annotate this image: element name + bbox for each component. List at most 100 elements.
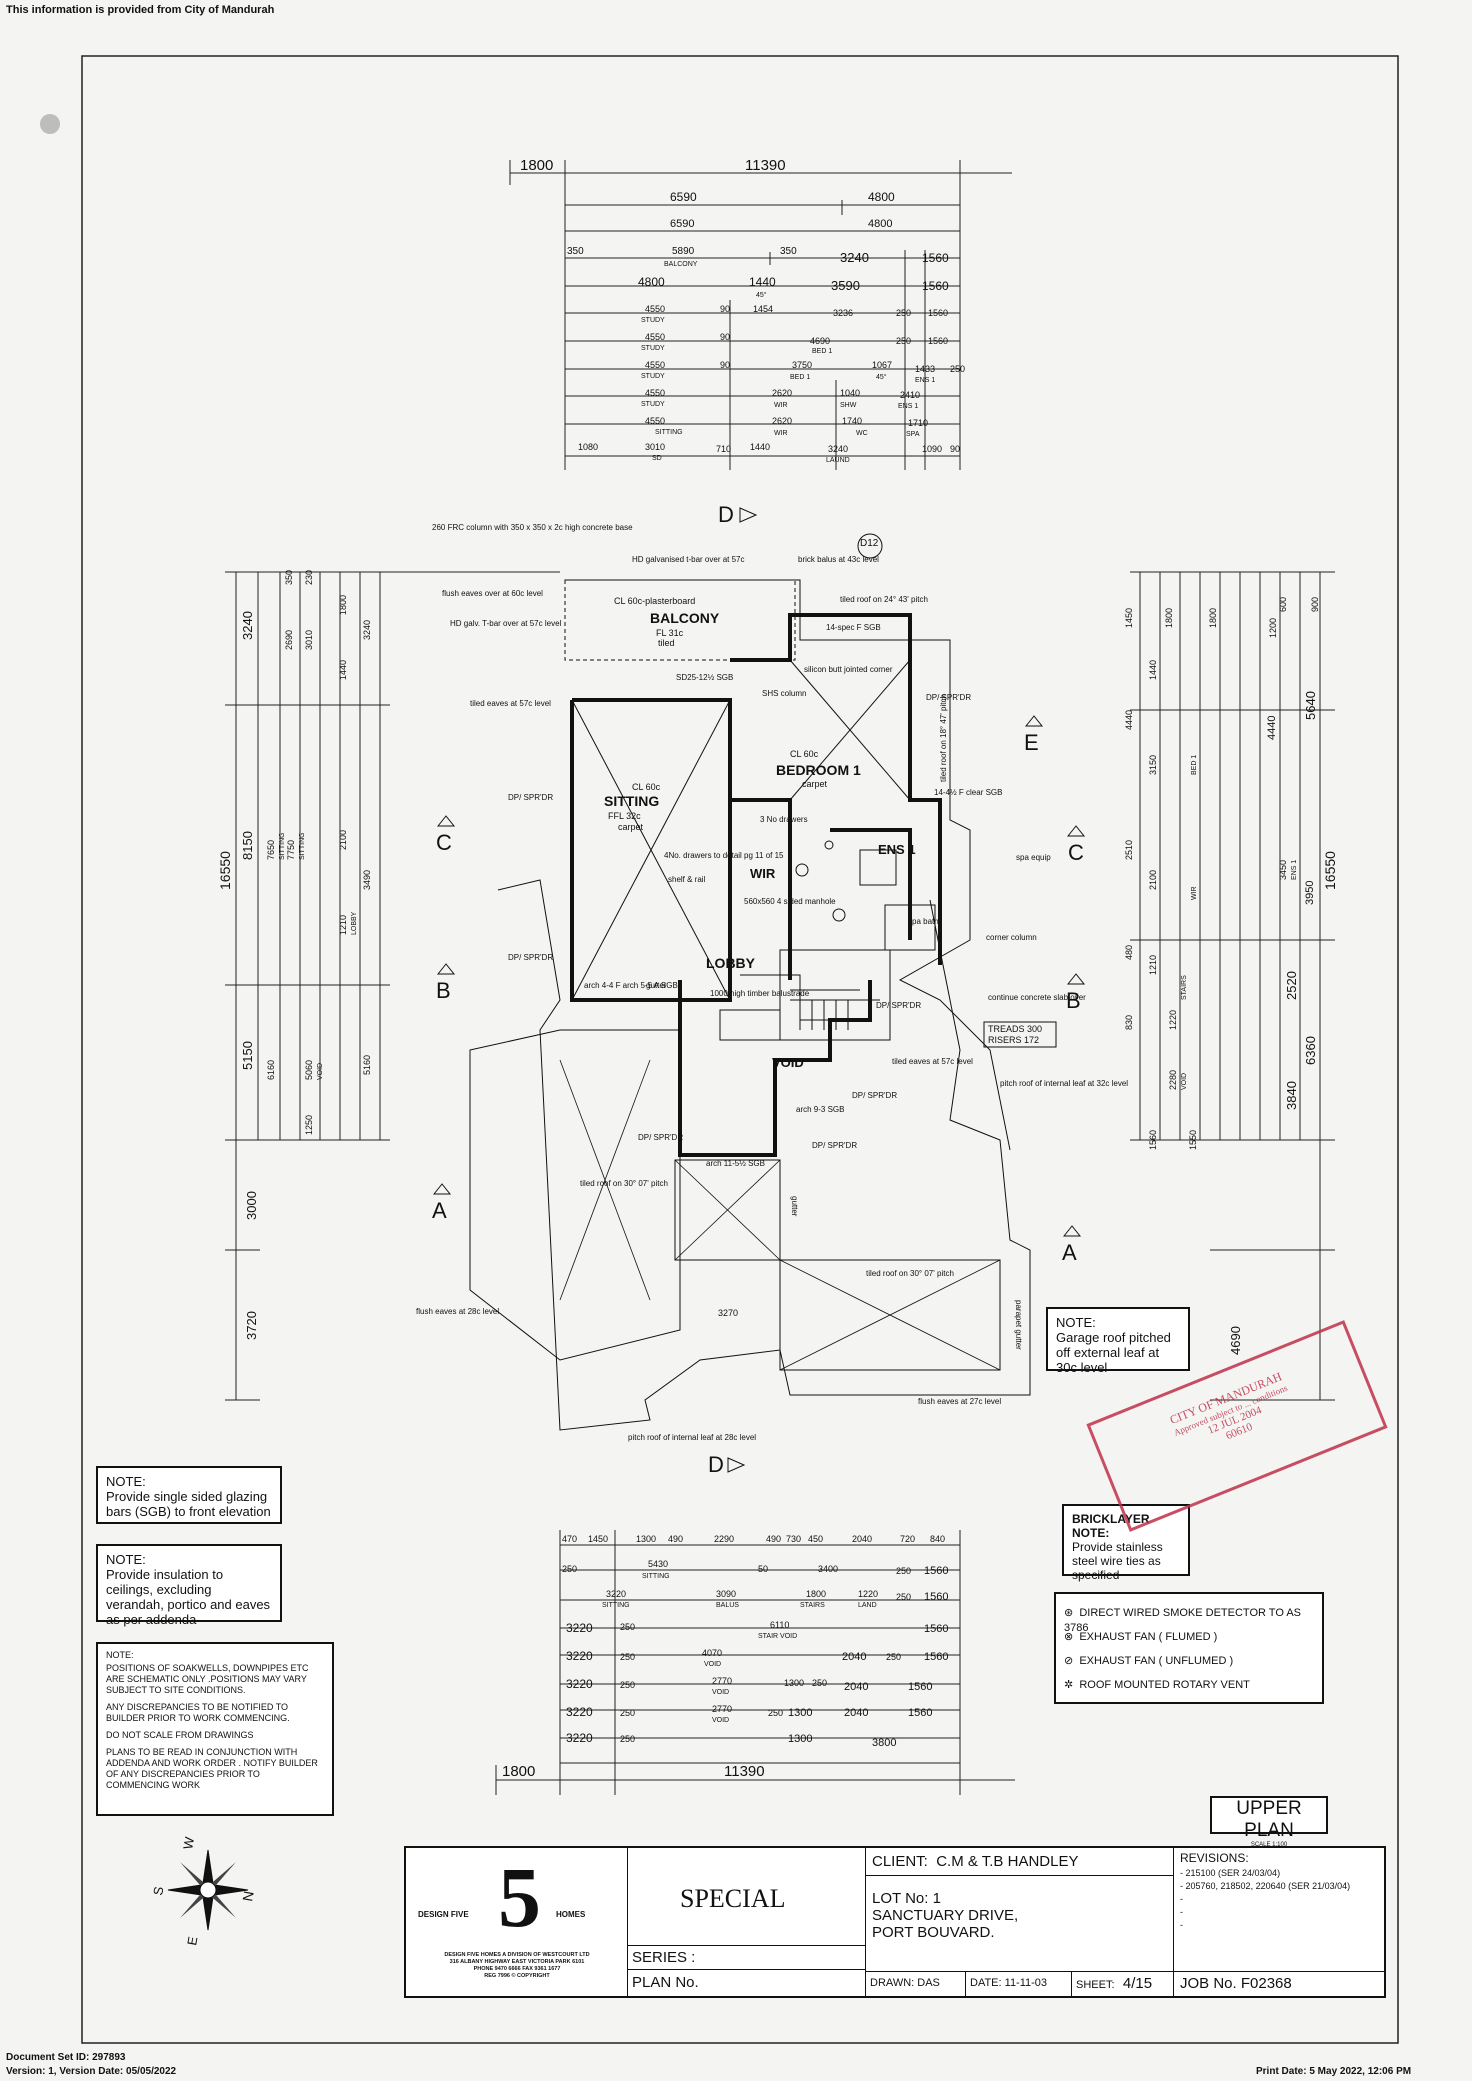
dim-text: LAUND xyxy=(826,457,850,464)
dim-text: 4800 xyxy=(638,275,665,289)
annotation: continue concrete slab over xyxy=(988,993,1086,1002)
company-logo-cell: 5 DESIGN FIVE HOMES DESIGN FIVE HOMES A … xyxy=(406,1848,628,1996)
note-garage: NOTE: Garage roof pitched off external l… xyxy=(1046,1307,1190,1375)
job-cell: JOB No. F02368 xyxy=(1174,1972,1384,1996)
dim-text: 1440 xyxy=(749,275,776,289)
bottom-dimension-lines xyxy=(495,1530,1015,1795)
dim-text: 3400 xyxy=(818,1564,838,1574)
annotation: tiled roof on 30° 07' pitch xyxy=(866,1269,954,1278)
dim-text: 830 xyxy=(1124,1015,1134,1030)
section-mark-e: E xyxy=(1024,730,1039,755)
dim-text: 45° xyxy=(756,291,767,299)
dim-text: 250 xyxy=(562,1564,577,1574)
annotation: flush eaves over at 60c level xyxy=(442,589,543,598)
dim-text: 3840 xyxy=(1284,1081,1299,1110)
dim-text: 11390 xyxy=(724,1763,765,1780)
revision-item: - xyxy=(1180,1920,1183,1930)
design-name: SPECIAL xyxy=(680,1884,786,1913)
section-mark-c-left: C xyxy=(436,830,452,855)
dim-text: 4800 xyxy=(868,218,892,230)
dim-text: 730 xyxy=(786,1534,801,1544)
dim-text: 2040 xyxy=(844,1707,868,1719)
note-line: ANY DISCREPANCIES TO BE NOTIFIED TO BUIL… xyxy=(106,1702,290,1723)
dim-text: VOID xyxy=(317,1063,324,1080)
dim-text: 5160 xyxy=(362,1055,372,1075)
annotation: pitch roof of internal leaf at 28c level xyxy=(628,1433,756,1442)
company-address: 316 ALBANY HIGHWAY EAST VICTORIA PARK 61… xyxy=(449,1959,585,1965)
print-date: Print Date: 5 May 2022, 12:06 PM xyxy=(1256,2066,1412,2077)
dim-text: 250 xyxy=(768,1708,783,1718)
note-text: Garage roof pitched off external leaf at… xyxy=(1056,1330,1171,1375)
annotation: HD galv. T-bar over at 57c level xyxy=(450,619,562,628)
room-balcony-floor: tiled xyxy=(658,638,675,648)
exhaust-fan-unflumed-icon: ⊘ xyxy=(1064,1655,1074,1667)
annotation: 14-4½ F clear SGB xyxy=(934,788,1002,797)
top-dimension-lines xyxy=(509,160,1012,470)
dim-text: 3220 xyxy=(566,1731,593,1745)
dim-text: 4070 xyxy=(702,1648,722,1658)
dim-text: 1560 xyxy=(922,279,949,293)
note-text: Provide stainless steel wire ties as spe… xyxy=(1072,1540,1163,1582)
dim-text: 7750 xyxy=(286,840,296,860)
dim-text: 250 xyxy=(896,308,911,318)
dim-text: WC xyxy=(856,430,868,437)
dim-text: 490 xyxy=(766,1534,781,1544)
dim-text: BALCONY xyxy=(664,261,698,268)
dim-text: 3450 xyxy=(1278,860,1288,880)
treads-label: TREADS 300 xyxy=(988,1024,1042,1034)
dim-text: SITTING xyxy=(642,1573,670,1580)
dim-text: 250 xyxy=(620,1652,635,1662)
lot-suburb: PORT BOUVARD. xyxy=(872,1924,995,1941)
dim-text: 2100 xyxy=(1148,870,1158,890)
dim-text: 3950 xyxy=(1304,881,1316,905)
plan-scale: SCALE 1:100 xyxy=(1250,1842,1288,1848)
annotation: spa bath xyxy=(908,917,939,926)
roof-outline xyxy=(469,579,1031,1431)
dim-text: SHW xyxy=(840,402,857,409)
compass-w: W xyxy=(180,1835,197,1850)
section-mark-c-right: C xyxy=(1068,840,1084,865)
design-cell: SPECIAL xyxy=(628,1848,866,1946)
dim-text: 3150 xyxy=(1148,755,1158,775)
drawn-cell: DRAWN: DAS xyxy=(866,1972,966,1996)
annotation: tiled eaves at 57c level xyxy=(470,699,551,708)
dim-text: ENS 1 xyxy=(898,403,918,410)
annotation: tiled roof on 24° 43' pitch xyxy=(840,595,928,604)
room-sitting-floor: carpet xyxy=(618,822,644,832)
room-sitting-ffl: FFL 32c xyxy=(608,811,641,821)
dim-text: 6160 xyxy=(266,1060,276,1080)
room-wir: WIR xyxy=(750,866,776,881)
top-dimension-text: 1800 11390 6590 4800 6590 4800 350 5890 … xyxy=(520,157,965,464)
dim-text: 1454 xyxy=(753,304,773,314)
dim-text: 3010 xyxy=(304,630,314,650)
annotation: spa equip xyxy=(1016,853,1051,862)
compass-n: N xyxy=(239,1890,257,1903)
dim-text: 3720 xyxy=(244,1311,259,1340)
dim-text: 1560 xyxy=(1148,1130,1158,1150)
dim-text: 3000 xyxy=(244,1191,259,1220)
legend-item: ✲ ROOF MOUNTED ROTARY VENT xyxy=(1064,1678,1250,1693)
dim-text: 1800 xyxy=(1164,608,1174,628)
dim-text: 1220 xyxy=(1168,1010,1178,1030)
company-phone: PHONE 9470 6666 FAX 9361 1677 xyxy=(473,1966,561,1972)
smoke-detector-icon: ⊛ xyxy=(1064,1607,1074,1619)
room-lobby: LOBBY xyxy=(706,955,756,971)
note-glazing: NOTE: Provide single sided glazing bars … xyxy=(96,1466,282,1524)
dim-text: 3800 xyxy=(872,1737,896,1749)
dim-text: 1560 xyxy=(928,308,948,318)
dim-text: 3220 xyxy=(606,1589,626,1599)
bottom-dimension-text: 470 1450 1300 490 2290 490 730 450 2040 … xyxy=(502,1534,948,1780)
dim-text: 1300 xyxy=(636,1534,656,1544)
client-cell: CLIENT: C.M & T.B HANDLEY xyxy=(866,1848,1174,1876)
note-line: POSITIONS OF SOAKWELLS, DOWNPIPES ETC AR… xyxy=(106,1663,309,1695)
dim-text: WIR xyxy=(1191,886,1198,900)
dim-text: 1220 xyxy=(858,1589,878,1599)
dim-text: 3240 xyxy=(362,620,372,640)
dim-text: 1200 xyxy=(1268,618,1278,638)
dim-text: 1210 xyxy=(338,915,348,935)
punch-hole xyxy=(40,114,60,134)
dim-text: 1560 xyxy=(928,336,948,346)
annotation: DP/ SPR'DR xyxy=(638,1133,683,1142)
dim-text: 2040 xyxy=(852,1534,872,1544)
note-title: NOTE: xyxy=(106,1650,134,1660)
